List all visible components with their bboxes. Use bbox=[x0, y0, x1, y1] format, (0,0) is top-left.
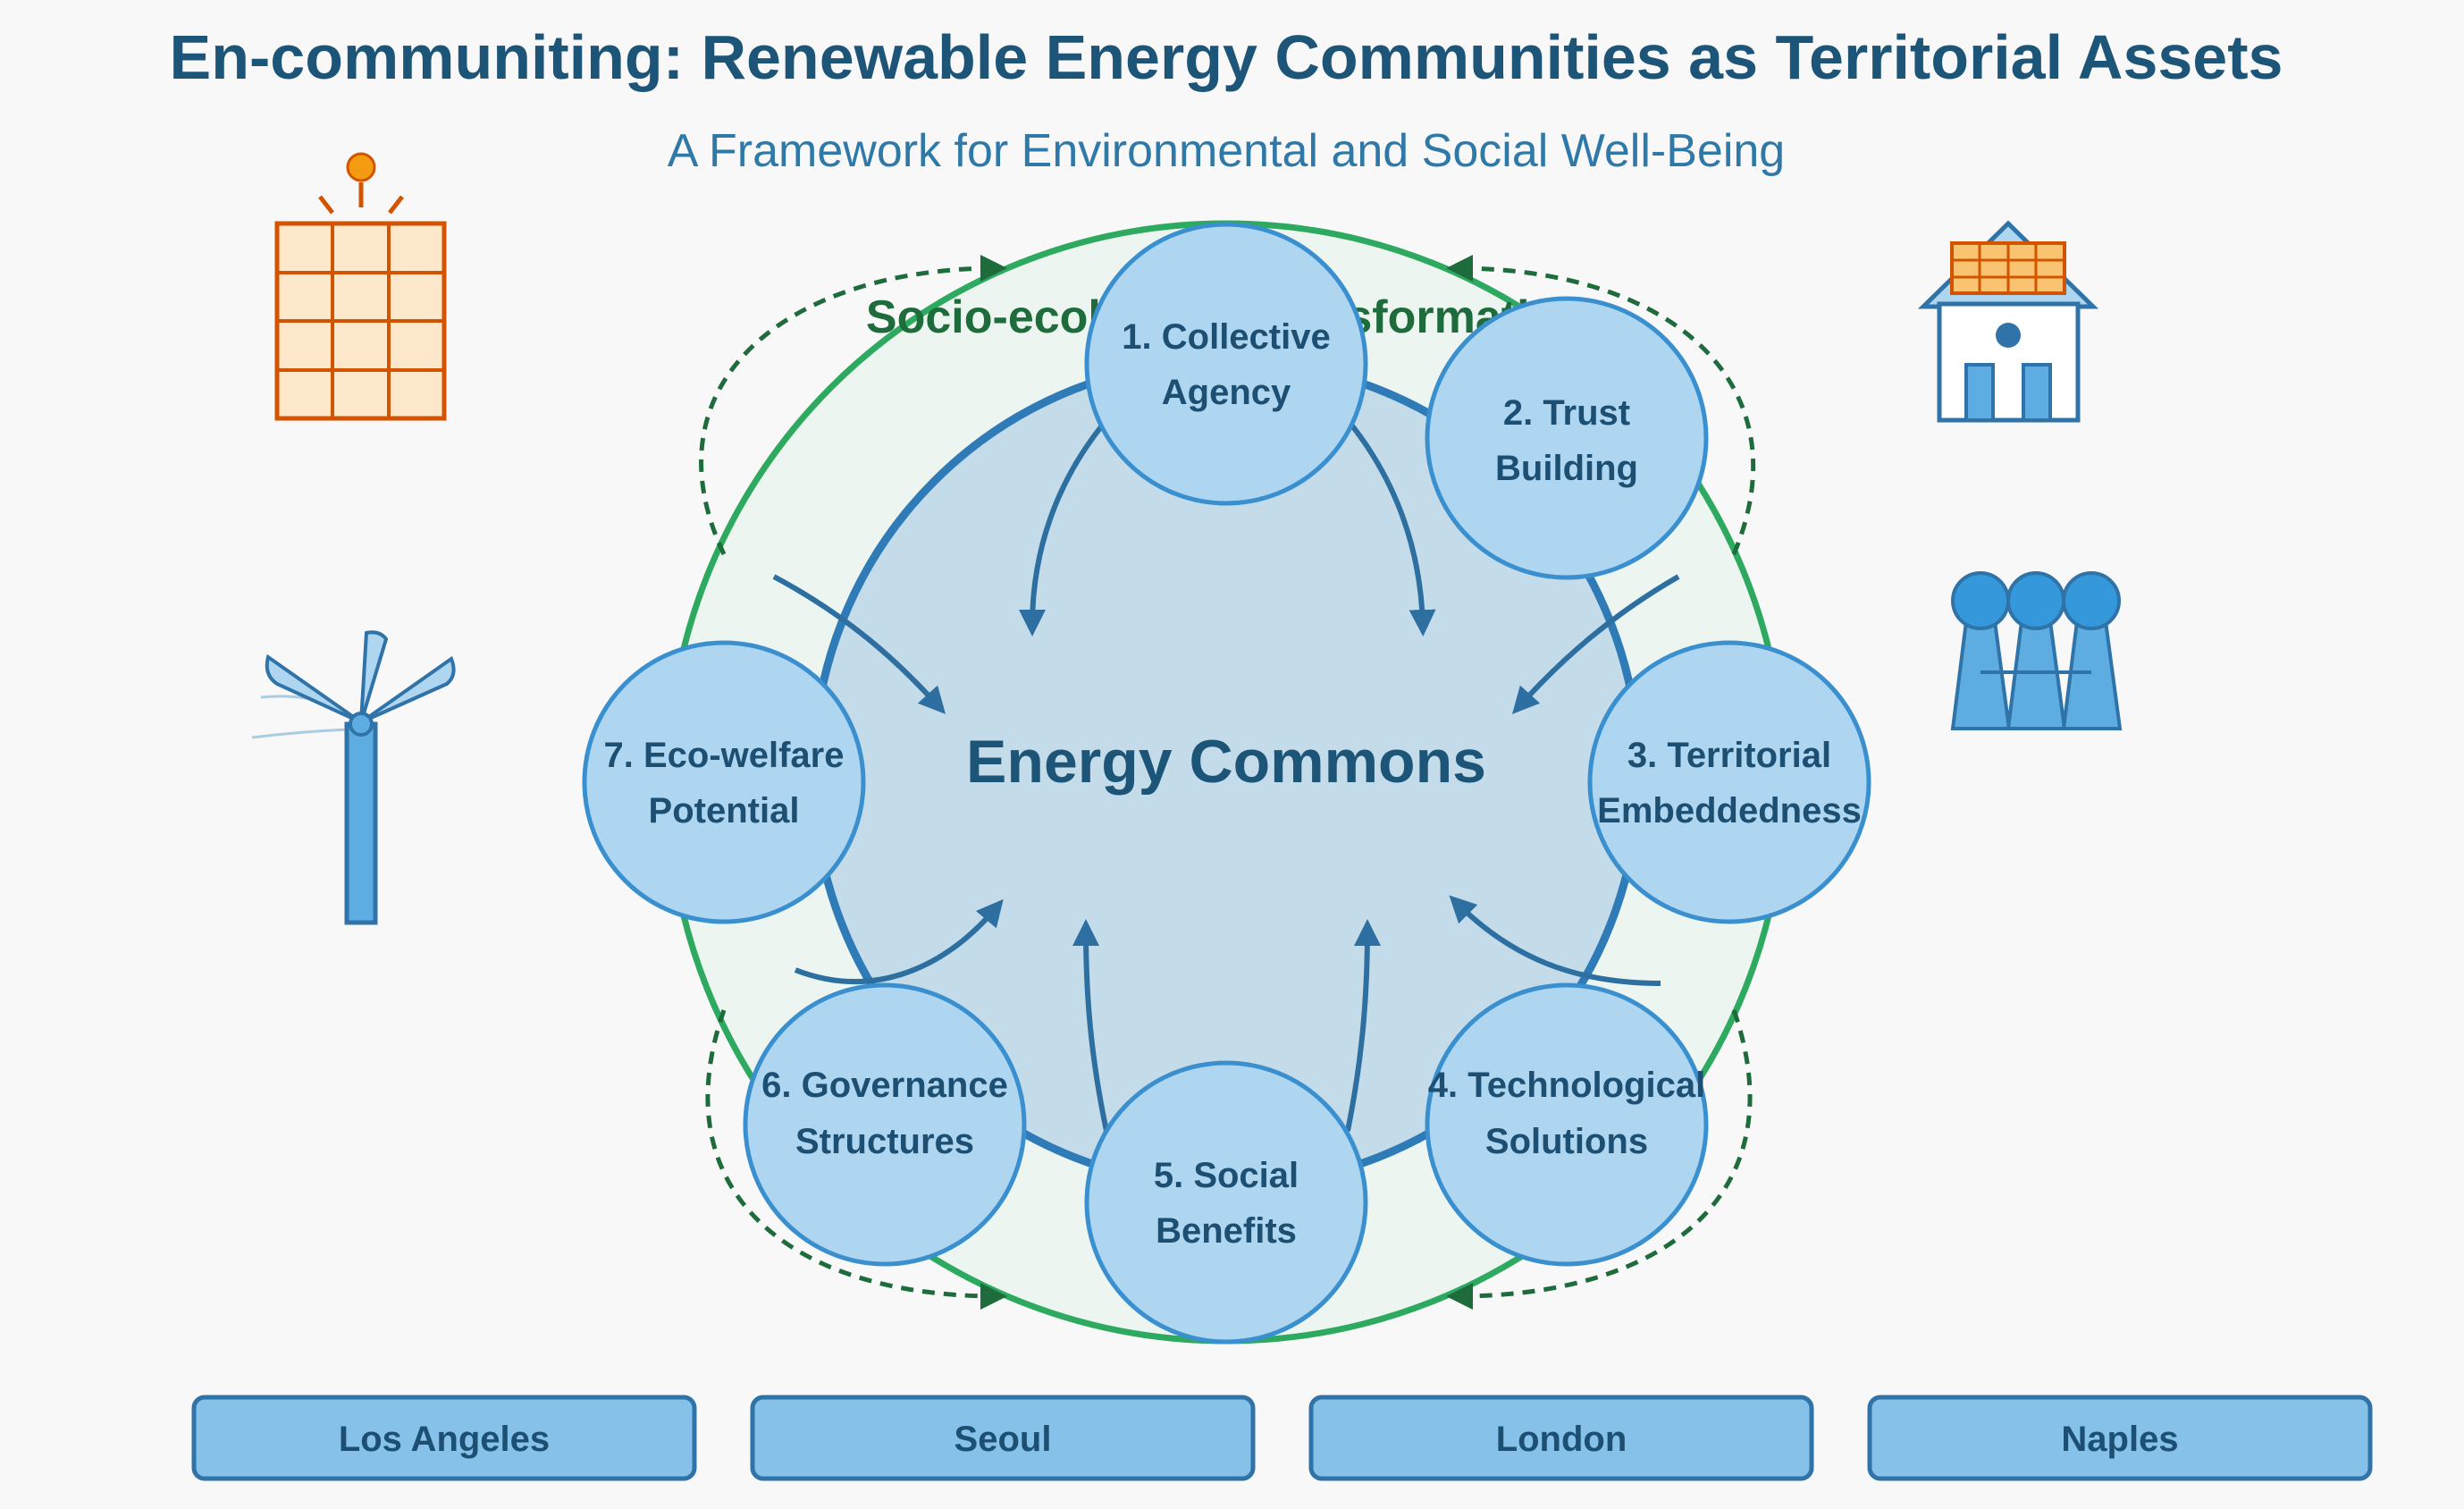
node-label-line2: Structures bbox=[795, 1122, 974, 1161]
node-governance-structures: 6. Governance Structures bbox=[743, 982, 1027, 1267]
feedback-arc-bottom-left bbox=[705, 1009, 1007, 1310]
city-tag-london: London bbox=[1308, 1395, 1814, 1481]
arrow-from-social-benefits-left bbox=[1072, 919, 1109, 1132]
city-tag-los-angeles: Los Angeles bbox=[191, 1395, 697, 1481]
feedback-arc-top-right bbox=[1446, 255, 1756, 555]
node-label-line1: 4. Technological bbox=[1428, 1066, 1705, 1105]
node-technological-solutions: 4. Technological Solutions bbox=[1425, 982, 1709, 1267]
page-subtitle: A Framework for Environmental and Social… bbox=[668, 125, 1785, 177]
page-title: En-communiting: Renewable Energy Communi… bbox=[170, 22, 2283, 92]
node-label-line2: Solutions bbox=[1485, 1122, 1648, 1161]
node-label-line1: 6. Governance bbox=[761, 1066, 1008, 1105]
feedback-arc-top-left bbox=[699, 255, 1007, 556]
arrow-from-collective-agency-right bbox=[1345, 418, 1436, 636]
arrow-from-eco-welfare bbox=[772, 574, 946, 714]
arrow-from-social-benefits-right bbox=[1345, 919, 1381, 1132]
node-social-benefits: 5. Social Benefits bbox=[1084, 1060, 1368, 1345]
energy-commons-label: Energy Commons bbox=[966, 728, 1486, 796]
city-tag-naples: Naples bbox=[1867, 1395, 2373, 1481]
city-label: Los Angeles bbox=[339, 1420, 550, 1459]
inflow-arrows bbox=[772, 418, 1680, 1132]
node-label-line2: Benefits bbox=[1156, 1211, 1297, 1251]
community-people-icon bbox=[1950, 571, 2123, 730]
node-label-line1: 1. Collective bbox=[1122, 317, 1330, 357]
city-label: London bbox=[1496, 1420, 1627, 1459]
node-territorial-embeddedness: 3. Territorial Embeddedness bbox=[1587, 640, 1871, 924]
arrow-from-collective-agency-left bbox=[1019, 418, 1109, 636]
node-label-line1: 2. Trust bbox=[1503, 393, 1630, 433]
node-label-line1: 3. Territorial bbox=[1627, 736, 1831, 775]
node-label-line2: Building bbox=[1495, 449, 1638, 488]
solar-panel-icon bbox=[274, 152, 447, 421]
node-label-line2: Agency bbox=[1162, 373, 1291, 412]
wind-turbine-icon bbox=[251, 630, 456, 925]
arrow-from-technological-solutions bbox=[1449, 895, 1661, 986]
node-trust-building: 2. Trust Building bbox=[1425, 296, 1709, 580]
node-label-line1: 7. Eco-welfare bbox=[603, 736, 844, 775]
city-label: Seoul bbox=[954, 1420, 1052, 1459]
node-collective-agency: 1. Collective Agency bbox=[1084, 222, 1368, 506]
node-label-line2: Potential bbox=[649, 791, 800, 830]
node-label-line2: Embeddedness bbox=[1597, 791, 1862, 830]
house-solar-icon bbox=[1917, 220, 2099, 423]
arrow-from-governance bbox=[794, 898, 1004, 984]
feedback-arcs bbox=[699, 255, 1756, 1310]
node-eco-welfare-potential: 7. Eco-welfare Potential bbox=[582, 640, 866, 924]
node-label-line1: 5. Social bbox=[1154, 1156, 1299, 1195]
arrow-from-trust-building bbox=[1511, 574, 1680, 714]
feedback-arc-bottom-right bbox=[1446, 1009, 1753, 1310]
city-tag-seoul: Seoul bbox=[750, 1395, 1256, 1481]
city-label: Naples bbox=[2061, 1420, 2178, 1459]
